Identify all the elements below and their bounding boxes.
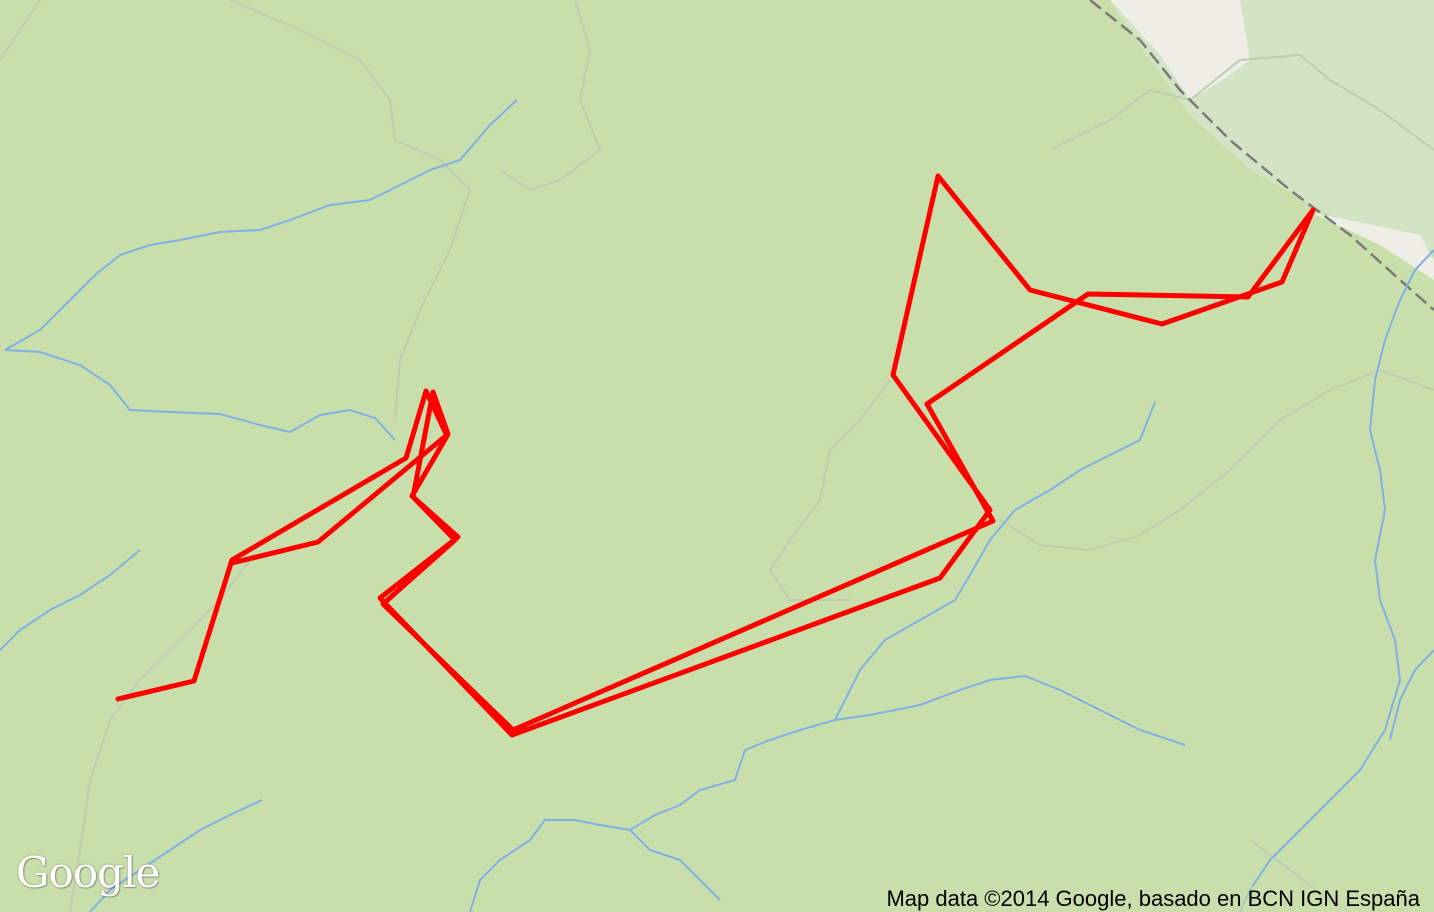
- streams: [0, 99, 1434, 912]
- urban-area: [1110, 0, 1250, 100]
- map-attribution[interactable]: Map data ©2014 Google, basado en BCN IGN…: [884, 886, 1422, 912]
- railway-line: [1089, 0, 1434, 311]
- urban-area: [1310, 212, 1434, 280]
- google-logo[interactable]: Google: [16, 848, 160, 897]
- gps-track: [115, 173, 1316, 738]
